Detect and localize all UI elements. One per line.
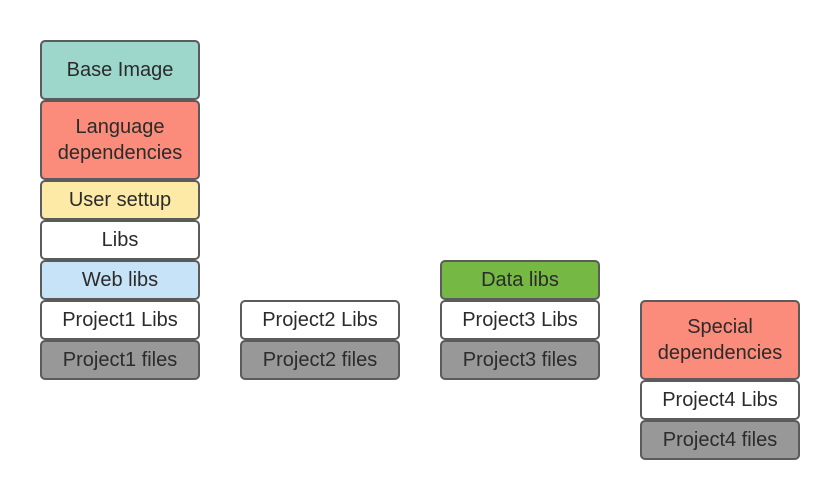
project3-libs-label: Project3 Libs [462,309,578,331]
project4-files-layer: Project4 files [640,420,800,460]
base-image-layer: Base Image [40,40,200,100]
project1-libs-label: Project1 Libs [62,309,178,331]
project1-files-layer: Project1 files [40,340,200,380]
project2-libs-layer: Project2 Libs [240,300,400,340]
special-dependencies-label: Special dependencies [657,316,783,364]
base-image-label: Base Image [66,59,174,81]
project2-libs-label: Project2 Libs [262,309,378,331]
libs-layer: Libs [40,220,200,260]
project4-files-label: Project4 files [662,429,778,451]
project3-files-label: Project3 files [462,349,578,371]
language-dependencies-label: Language dependencies [57,116,183,164]
project4-libs-label: Project4 Libs [662,389,778,411]
project1-files-label: Project1 files [62,349,178,371]
language-dependencies-layer: Language dependencies [40,100,200,180]
project2-files-layer: Project2 files [240,340,400,380]
libs-label: Libs [101,229,139,251]
project4-libs-layer: Project4 Libs [640,380,800,420]
special-dependencies-layer: Special dependencies [640,300,800,380]
data-libs-label: Data libs [481,269,559,291]
user-setup-layer: User settup [40,180,200,220]
project1-libs-layer: Project1 Libs [40,300,200,340]
project3-files-layer: Project3 files [440,340,600,380]
data-libs-layer: Data libs [440,260,600,300]
web-libs-layer: Web libs [40,260,200,300]
project3-libs-layer: Project3 Libs [440,300,600,340]
user-setup-label: User settup [68,189,172,211]
web-libs-label: Web libs [81,269,159,291]
project2-files-label: Project2 files [262,349,378,371]
